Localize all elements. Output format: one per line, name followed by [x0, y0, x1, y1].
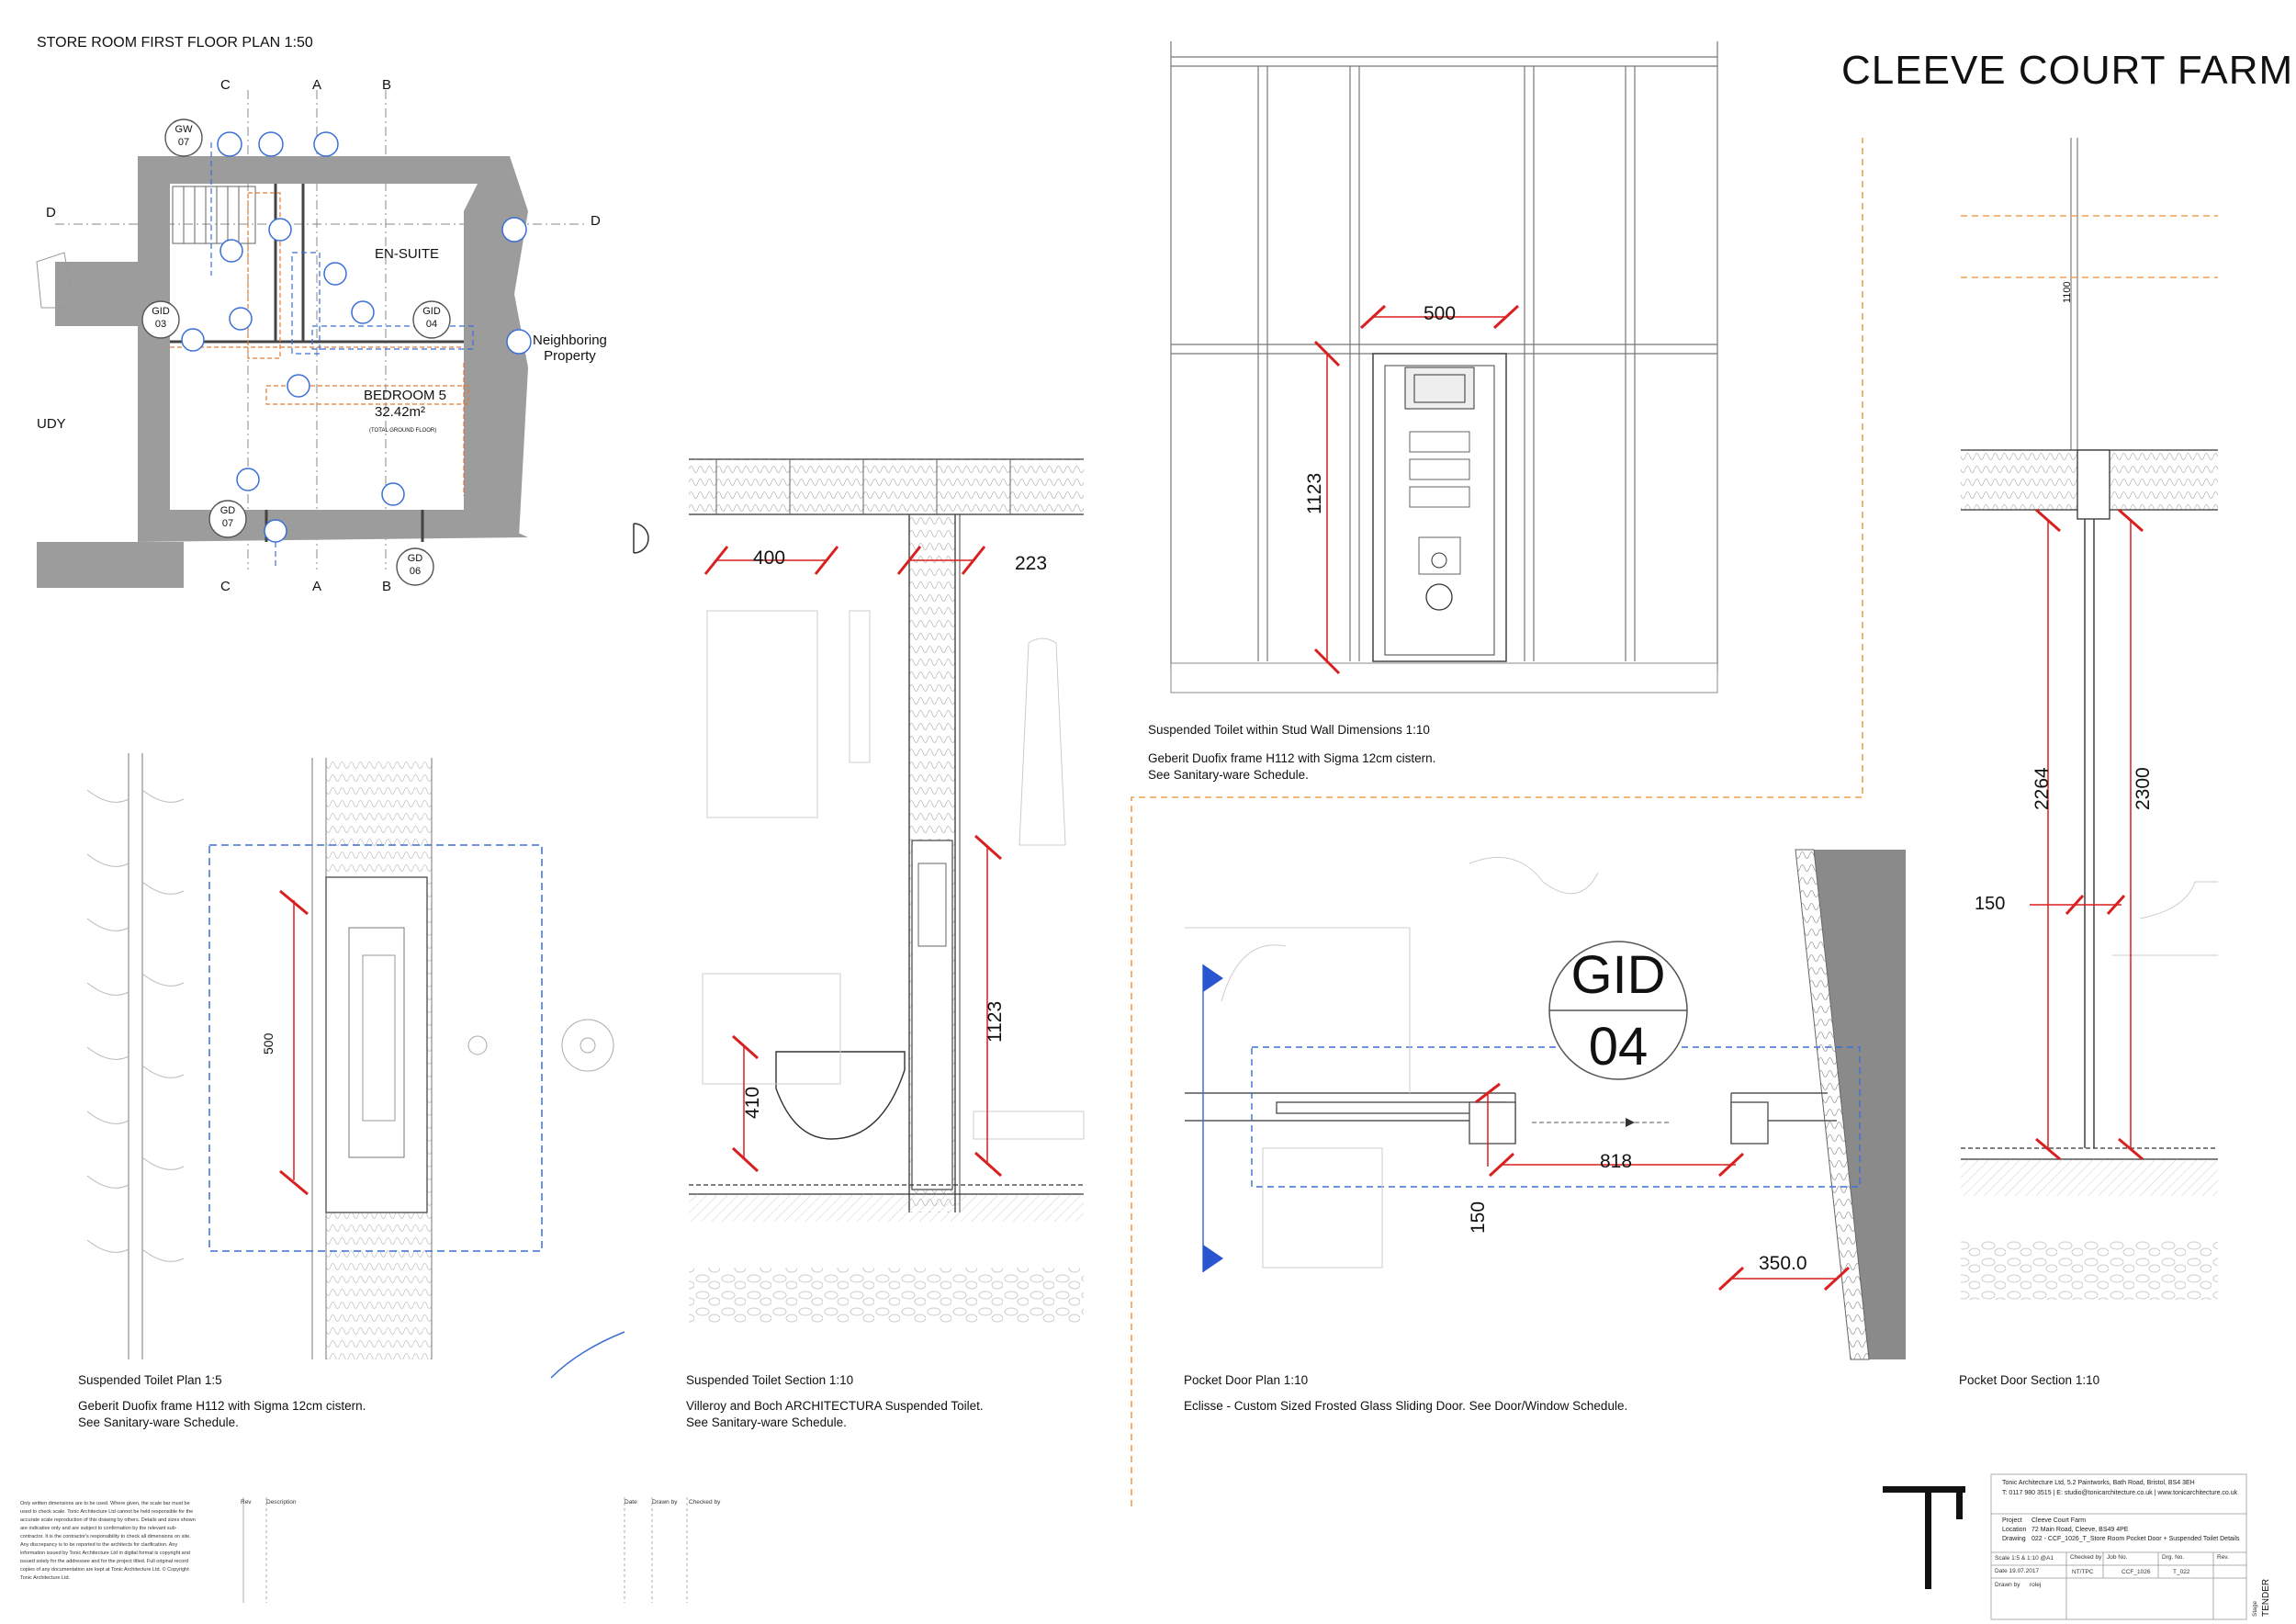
checked-by-value: NT/TPC — [2072, 1569, 2094, 1575]
date-header: Date — [625, 1499, 637, 1506]
pocket-door-plan-caption-text: Eclisse - Custom Sized Frosted Glass Sli… — [1184, 1399, 1628, 1413]
tonic-logo — [1883, 1486, 1965, 1589]
suspended-toilet-section-drawing — [689, 458, 1085, 1323]
pocket-door-plan-caption-title: Pocket Door Plan 1:10 — [1184, 1373, 1309, 1387]
pocket-door-tag-bottom: 04 — [1588, 1017, 1649, 1077]
tag-gd06-bottom: 06 — [409, 566, 422, 577]
tag-gw07: GW 07 — [171, 123, 197, 149]
first-floor-plan — [36, 90, 649, 588]
toilet-section-dim-1123: 1123 — [985, 1000, 1006, 1043]
tag-gw07-bottom: 07 — [177, 137, 190, 148]
rev-header: Rev — [241, 1499, 252, 1506]
room-area-note: (TOTAL GROUND FLOOR) — [369, 428, 437, 434]
pocket-section-dim-2300: 2300 — [2133, 767, 2154, 810]
drawing-value: 022 - CCF_1026_T_Store Room Pocket Door … — [2032, 1536, 2240, 1542]
project-value: Cleeve Court Farm — [2032, 1517, 2087, 1524]
drawn-by-label: Drawn by — [1995, 1582, 2020, 1588]
drg-no-label: Drg. No. — [2162, 1554, 2185, 1561]
pocket-door-section-caption-title: Pocket Door Section 1:10 — [1959, 1373, 2100, 1387]
tag-gid03: GID 03 — [148, 305, 174, 331]
stage-value: TENDER — [2261, 1578, 2271, 1617]
job-no-value: CCF_1026 — [2122, 1569, 2151, 1575]
pocket-section-dim-150: 150 — [1975, 894, 2006, 914]
job-no-label: Job No. — [2107, 1554, 2128, 1561]
neighboring-property-label: Neighboring Property — [533, 333, 607, 364]
toilet-section-dim-400: 400 — [753, 547, 786, 569]
pocket-door-tag-top: GID — [1570, 945, 1666, 1005]
tag-gw07-top: GW — [174, 124, 193, 135]
project-title: CLEEVE COURT FARM — [1841, 48, 2294, 93]
toilet-section-dim-223: 223 — [1015, 553, 1048, 574]
project-label: Project — [2002, 1517, 2022, 1524]
date-value: Date 19.07.2017 — [1995, 1568, 2040, 1574]
tag-gid03-top: GID — [152, 306, 170, 317]
grid-label-a-top: A — [312, 77, 322, 93]
detail-boundary-line — [1131, 138, 1863, 1506]
section-label-d-left: D — [46, 205, 56, 220]
firm-address: Tonic Architecture Ltd, 5.2 Paintworks, … — [2002, 1480, 2195, 1486]
drawing-notes: Only written dimensions are to be used. … — [20, 1501, 196, 1581]
tag-gd07-bottom: 07 — [221, 518, 234, 529]
plan-title: STORE ROOM FIRST FLOOR PLAN 1:50 — [37, 35, 313, 51]
stage-label: Stage — [2252, 1601, 2258, 1617]
tag-gid03-bottom: 03 — [154, 319, 167, 330]
suspended-toilet-plan-drawing — [86, 753, 625, 1379]
location-label: Location — [2002, 1527, 2027, 1533]
pocket-door-section-drawing — [1961, 138, 2218, 1300]
pocket-door-dim-818: 818 — [1600, 1151, 1633, 1172]
pocket-door-dim-150: 150 — [1468, 1201, 1489, 1234]
study-label-fragment: UDY — [37, 416, 66, 432]
pocket-door-dim-350: 350.0 — [1759, 1253, 1807, 1274]
toilet-plan-caption-text: Geberit Duofix frame H112 with Sigma 12c… — [78, 1399, 366, 1429]
grid-label-a-bottom: A — [312, 579, 322, 594]
toilet-section-caption-title: Suspended Toilet Section 1:10 — [686, 1373, 854, 1387]
stud-wall-caption-text: Geberit Duofix frame H112 with Sigma 12c… — [1148, 751, 1436, 782]
room-area: 32.42m² — [375, 404, 426, 420]
section-label-d-right: D — [591, 213, 601, 229]
drg-no-value: T_022 — [2173, 1569, 2190, 1575]
scale-value: Scale 1:5 & 1:10 @A1 — [1995, 1555, 2054, 1562]
tag-gd07: GD 07 — [215, 504, 241, 530]
pocket-door-plan-drawing — [1185, 849, 1906, 1360]
rev-label: Rev. — [2217, 1554, 2229, 1561]
stud-wall-dim-height: 1123 — [1304, 472, 1325, 514]
drawn-by-header: Drawn by — [652, 1499, 678, 1506]
pocket-section-dim-1100: 1100 — [2062, 281, 2073, 303]
drawing-label: Drawing — [2002, 1536, 2026, 1542]
room-label-bedroom: BEDROOM 5 — [364, 388, 447, 403]
stud-wall-caption-title: Suspended Toilet within Stud Wall Dimens… — [1148, 723, 1430, 737]
tag-gd06: GD 06 — [402, 552, 428, 578]
tag-gid04-bottom: 04 — [425, 319, 438, 330]
room-label-ensuite: EN-SUITE — [375, 246, 440, 262]
grid-label-b-top: B — [382, 77, 392, 93]
tag-gid04: GID 04 — [419, 305, 445, 331]
checked-by-header: Checked by — [689, 1499, 721, 1506]
location-value: 72 Main Road, Cleeve, BS49 4PE — [2032, 1527, 2129, 1533]
tag-gd07-top: GD — [219, 505, 236, 516]
pocket-section-dim-2264: 2264 — [2032, 767, 2053, 810]
drawn-by-value: rolej — [2030, 1582, 2042, 1588]
firm-contact: T: 0117 980 3515 | E: studio@tonicarchit… — [2002, 1490, 2238, 1496]
checked-by-label: Checked by — [2070, 1554, 2102, 1561]
grid-label-b-bottom: B — [382, 579, 392, 594]
grid-label-c-top: C — [220, 77, 231, 93]
toilet-plan-dim: 500 — [261, 1032, 276, 1054]
toilet-section-caption-text: Villeroy and Boch ARCHITECTURA Suspended… — [686, 1399, 984, 1429]
tag-gd06-top: GD — [407, 553, 423, 564]
toilet-plan-caption-title: Suspended Toilet Plan 1:5 — [78, 1373, 222, 1387]
grid-label-c-bottom: C — [220, 579, 231, 594]
tag-gid04-top: GID — [422, 306, 441, 317]
stud-wall-dim-width: 500 — [1424, 303, 1457, 324]
title-block-frame — [242, 1473, 2247, 1620]
toilet-section-dim-410: 410 — [742, 1086, 763, 1119]
stud-wall-elevation-drawing — [1170, 41, 1718, 694]
description-header: Description — [266, 1499, 297, 1506]
